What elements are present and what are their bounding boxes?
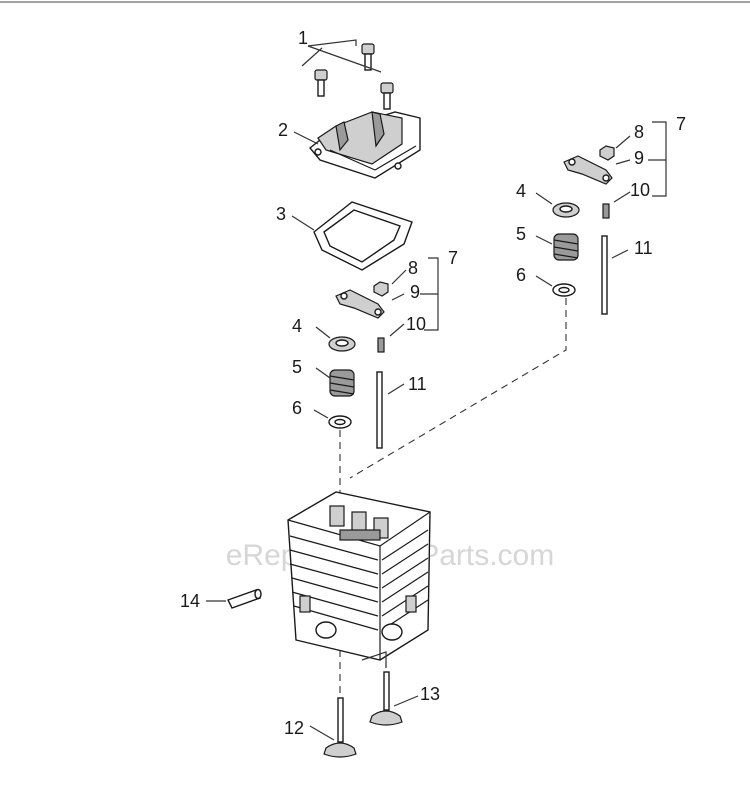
callout-12: 12 bbox=[284, 718, 304, 738]
callout-11-right: 11 bbox=[634, 238, 653, 258]
callout-7-left: 7 bbox=[448, 248, 458, 268]
valve-bracket bbox=[361, 651, 387, 668]
callout-9-left: 9 bbox=[410, 282, 420, 302]
callout-11-left: 11 bbox=[408, 374, 427, 394]
bolt-a bbox=[361, 43, 375, 71]
left-valve-train bbox=[313, 257, 439, 449]
push-rod-right bbox=[601, 235, 608, 315]
cylinder-head bbox=[287, 491, 431, 661]
callout-6-left: 6 bbox=[292, 398, 302, 418]
callout-1: 1 bbox=[298, 28, 308, 48]
callout-10-right: 10 bbox=[630, 180, 650, 200]
push-rod-left bbox=[376, 371, 383, 449]
part-13-valve bbox=[369, 671, 403, 726]
callout-13: 13 bbox=[420, 684, 440, 704]
callout-2: 2 bbox=[278, 120, 288, 140]
bolt-c bbox=[380, 82, 394, 110]
adjuster-left bbox=[377, 337, 385, 353]
right-valve-train bbox=[535, 121, 667, 315]
callout-7-right: 7 bbox=[676, 114, 686, 134]
part-1-bolts bbox=[301, 39, 394, 110]
part-3-gasket bbox=[313, 201, 413, 271]
adjuster-right bbox=[602, 203, 610, 219]
rocker-arm-left bbox=[335, 289, 385, 319]
bolt-b bbox=[314, 69, 328, 97]
callout-5-right: 5 bbox=[516, 224, 526, 244]
callout-6-right: 6 bbox=[516, 265, 526, 285]
part-2-valve-cover bbox=[309, 111, 421, 179]
callout-3: 3 bbox=[276, 204, 286, 224]
callout-10-left: 10 bbox=[406, 314, 426, 334]
part-12-valve bbox=[323, 697, 357, 758]
callout-5-left: 5 bbox=[292, 357, 302, 377]
callout-4-right: 4 bbox=[516, 181, 526, 201]
part-14-dowel-pin bbox=[227, 588, 262, 609]
rocker-arm-right bbox=[563, 155, 613, 185]
callout-8-right: 8 bbox=[634, 122, 644, 142]
callout-4-left: 4 bbox=[292, 316, 302, 336]
callout-9-right: 9 bbox=[634, 148, 644, 168]
nut-right bbox=[599, 145, 615, 161]
nut-left bbox=[373, 281, 389, 297]
callout-8-left: 8 bbox=[408, 258, 418, 278]
callout-14: 14 bbox=[180, 591, 200, 611]
